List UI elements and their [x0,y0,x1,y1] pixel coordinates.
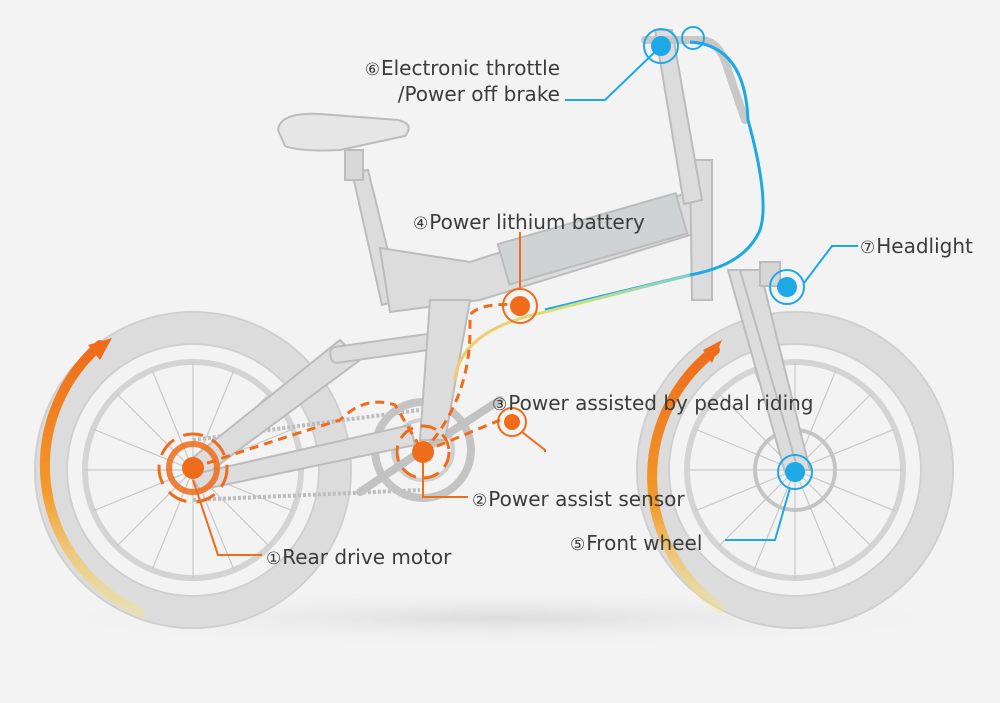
label-front-wheel: ⑤Front wheel [570,531,702,557]
front-wheel-leader [725,487,791,541]
label-battery-number: ④ [413,214,429,234]
headlight-leader [803,245,858,284]
front-hub-ring [777,454,813,490]
label-battery: ④Power lithium battery [413,210,645,236]
cable-gradient [453,273,691,381]
sensor-leader [422,463,468,498]
pedal-ring [497,407,527,437]
throttle-ring [643,28,679,64]
label-pedal-number: ③ [492,395,508,415]
blue-cable [544,40,765,312]
brake-ring [681,26,705,50]
pedal-marker [504,414,520,430]
rear-rotation-arc [39,340,145,617]
battery-marker [510,296,530,316]
label-throttle-line2: /Power off brake [397,82,560,106]
label-throttle-line1: Electronic throttle [380,56,560,80]
label-front-wheel-text: Front wheel [586,531,703,555]
headlight-marker [777,277,797,297]
handlebar [641,36,749,124]
label-sensor-text: Power assist sensor [488,487,685,511]
front-arc-arrowhead [703,340,722,363]
rear-motor-marker [182,457,204,479]
label-headlight: ⑦Headlight [860,234,973,260]
label-pedal-text: Power assisted by pedal riding [508,391,814,415]
rear-motor-ring [166,441,220,495]
label-sensor-number: ② [472,491,488,511]
pedal-leader [521,431,546,452]
headlight-ring [769,269,805,305]
sensor-marker [412,441,434,463]
rear-arc-arrowhead [88,338,112,360]
rear-motor-outer-ring [157,432,229,504]
label-headlight-text: Headlight [876,234,973,258]
label-throttle-number: ⑥ [364,60,380,80]
orange-power-path [192,303,521,470]
label-front-wheel-number: ⑤ [570,535,586,555]
rear-motor-leader [192,479,262,556]
label-headlight-number: ⑦ [860,238,876,258]
sensor-ring [395,424,451,480]
front-rotation-arc [647,345,725,613]
label-pedal: ③Power assisted by pedal riding [492,391,814,417]
label-throttle: ⑥Electronic throttle /Power off brake [330,56,560,106]
label-battery-text: Power lithium battery [429,210,645,234]
bike-frame [188,29,812,492]
throttle-leader [565,45,662,101]
label-sensor: ②Power assist sensor [472,487,685,513]
label-rear-motor: ①Rear drive motor [266,545,451,571]
label-rear-motor-number: ① [266,549,282,569]
saddle [276,112,410,181]
label-rear-motor-text: Rear drive motor [282,545,452,569]
front-hub-marker [785,462,805,482]
